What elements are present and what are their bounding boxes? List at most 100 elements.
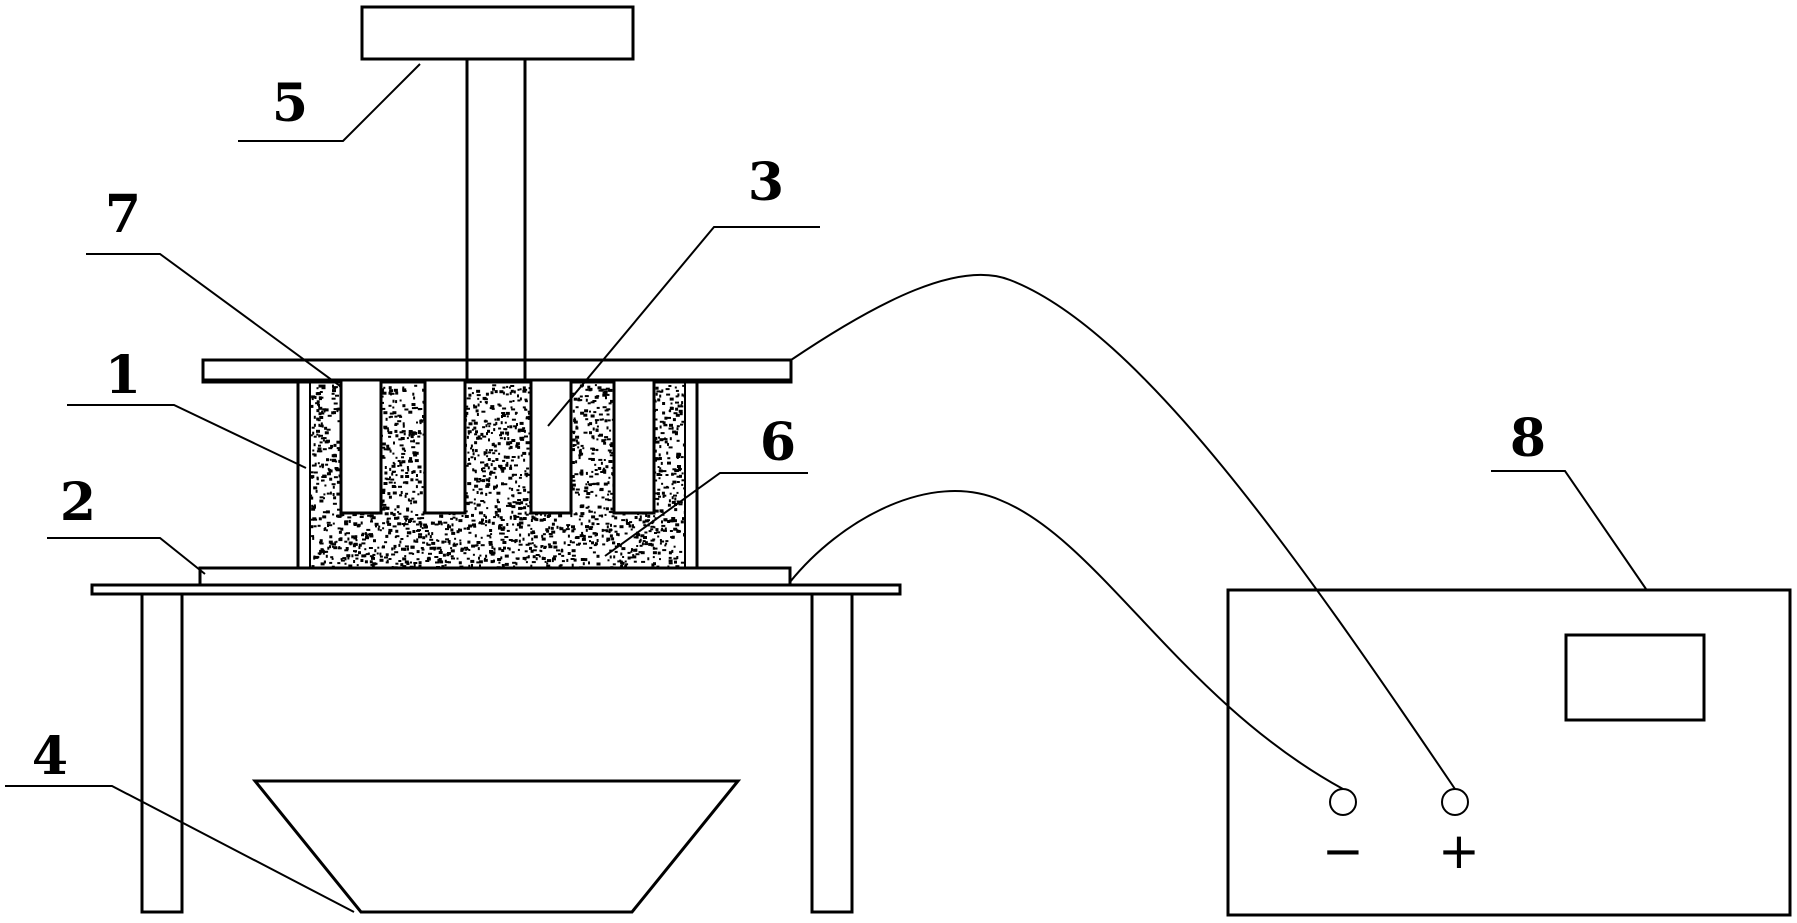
soil-speckle [525, 417, 529, 420]
soil-speckle [319, 542, 324, 545]
soil-speckle [634, 566, 638, 568]
soil-speckle [472, 523, 476, 527]
soil-speckle [669, 519, 674, 523]
soil-speckle [389, 412, 394, 415]
soil-speckle [559, 564, 563, 567]
soil-speckle [322, 511, 327, 514]
soil-speckle [474, 534, 477, 538]
soil-speckle [384, 471, 388, 475]
soil-speckle [468, 462, 471, 465]
soil-speckle [606, 438, 611, 441]
soil-speckle [365, 553, 370, 556]
soil-speckle [497, 515, 500, 518]
soil-speckle [644, 519, 649, 523]
soil-speckle [340, 559, 345, 562]
soil-speckle [513, 425, 518, 428]
soil-speckle [406, 561, 410, 565]
soil-speckle [406, 535, 409, 538]
soil-speckle [312, 536, 315, 540]
soil-speckle [436, 539, 439, 542]
soil-speckle [656, 390, 661, 393]
soil-speckle [575, 426, 579, 430]
soil-speckle [674, 432, 678, 436]
soil-speckle [675, 407, 679, 411]
soil-speckle [662, 549, 667, 552]
soil-speckle [471, 544, 476, 548]
soil-speckle [530, 519, 533, 522]
soil-speckle [466, 435, 469, 439]
soil-speckle [525, 513, 529, 516]
soil-speckle [598, 467, 602, 470]
soil-speckle [488, 479, 491, 483]
soil-speckle [573, 420, 578, 424]
part-labels: 5 7 1 2 3 6 8 4 [32, 73, 1546, 787]
soil-speckle [658, 453, 661, 457]
soil-speckle [411, 446, 416, 449]
soil-speckle [313, 435, 317, 438]
soil-speckle [388, 391, 391, 395]
soil-speckle [612, 542, 614, 544]
electrode-rod [339, 367, 383, 515]
soil-speckle [408, 552, 413, 555]
soil-speckle [417, 430, 421, 434]
soil-speckle [383, 386, 386, 389]
soil-speckle [499, 437, 503, 440]
soil-speckle [679, 550, 683, 553]
soil-speckle [488, 519, 491, 522]
soil-speckle [516, 489, 520, 492]
soil-speckle [493, 444, 497, 448]
soil-speckle [662, 402, 666, 405]
soil-speckle [419, 525, 422, 528]
soil-speckle [390, 392, 392, 396]
soil-speckle [321, 476, 325, 478]
soil-speckle [478, 511, 483, 515]
soil-speckle [510, 459, 514, 462]
soil-speckle [508, 476, 513, 480]
soil-speckle [574, 536, 579, 539]
soil-speckle [524, 408, 528, 411]
soil-speckle [468, 393, 472, 397]
soil-speckle [402, 565, 407, 568]
soil-speckle [480, 432, 484, 436]
soil-speckle [419, 432, 422, 435]
soil-speckle [486, 432, 488, 436]
soil-speckle [311, 504, 314, 508]
soil-speckle [517, 512, 522, 515]
soil-speckle [518, 543, 523, 546]
soil-speckle [582, 447, 585, 450]
soil-speckle [635, 553, 640, 556]
soil-speckle [386, 478, 391, 481]
soil-speckle [440, 522, 443, 526]
soil-speckle [386, 447, 391, 451]
soil-speckle [503, 546, 506, 550]
soil-speckle [658, 477, 661, 480]
soil-speckle [500, 421, 503, 425]
soil-speckle [319, 397, 322, 401]
soil-speckle [398, 560, 402, 562]
soil-speckle [480, 544, 485, 547]
soil-speckle [531, 537, 534, 541]
soil-speckle [668, 385, 672, 387]
soil-speckle [401, 456, 404, 459]
soil-speckle [485, 519, 488, 523]
soil-speckle [676, 481, 680, 483]
soil-speckle [415, 478, 419, 481]
soil-speckle [472, 452, 475, 456]
soil-speckle [395, 474, 398, 477]
soil-speckle [574, 473, 579, 476]
soil-speckle [620, 552, 623, 556]
soil-speckle [467, 430, 472, 434]
soil-speckle [415, 442, 420, 445]
soil-speckle [526, 556, 530, 559]
soil-speckle [395, 434, 399, 438]
soil-speckle [352, 513, 357, 517]
soil-speckle [311, 464, 315, 467]
table-leg-left [140, 592, 184, 914]
soil-speckle [508, 487, 511, 490]
soil-speckle [608, 476, 611, 479]
soil-speckle [506, 443, 511, 446]
soil-speckle [516, 523, 521, 527]
soil-speckle [474, 507, 477, 511]
soil-speckle [419, 419, 424, 423]
soil-speckle [666, 451, 669, 455]
